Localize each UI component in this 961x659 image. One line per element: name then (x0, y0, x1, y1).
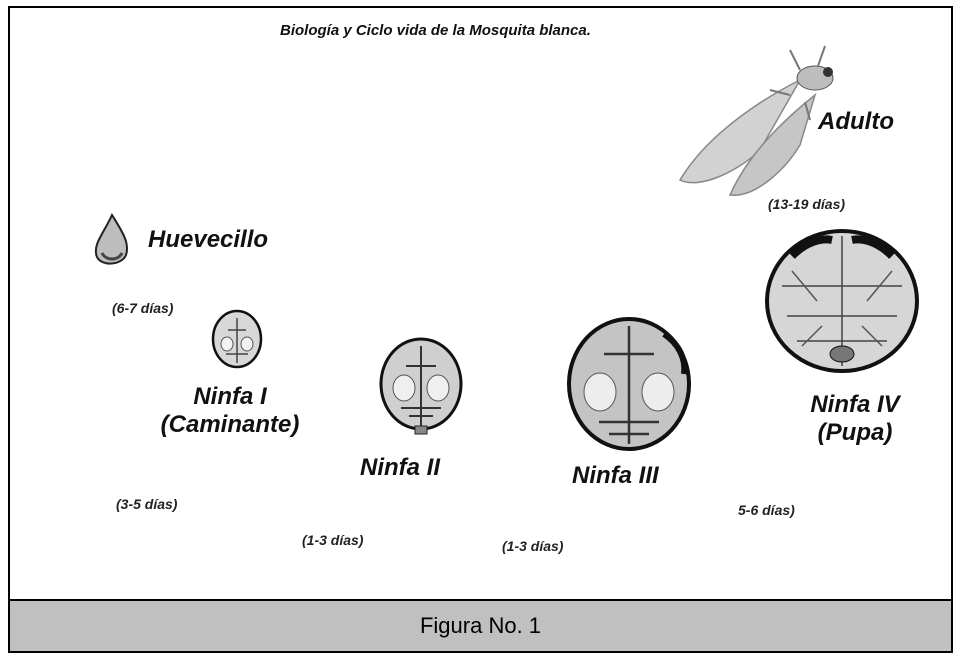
egg-illustration (94, 212, 128, 265)
stage-label-nymph1-line2: (Caminante) (160, 410, 300, 438)
duration-nymph1: (3-5 días) (116, 496, 178, 512)
stage-label-nymph3: Ninfa III (572, 462, 659, 489)
stage-label-nymph1: Ninfa I (Caminante) (125, 383, 335, 438)
figure-frame: Biología y Ciclo vida de la Mosquita bla… (8, 6, 953, 653)
stage-label-nymph2: Ninfa II (360, 454, 441, 481)
stage-label-nymph4-line1: Ninfa IV (810, 391, 900, 418)
adult-illustration (678, 45, 834, 196)
stage-label-nymph1-line1: Ninfa I (193, 383, 267, 410)
nymph4-illustration (765, 229, 919, 373)
figure-caption: Figura No. 1 (10, 599, 951, 651)
duration-nymph4: 5-6 días) (738, 502, 795, 518)
stage-label-nymph4-line2: (Pupa) (817, 418, 893, 446)
duration-egg: (6-7 días) (112, 300, 174, 316)
nymph1-illustration (211, 309, 263, 369)
duration-nymph2: (1-3 días) (302, 532, 364, 548)
stage-label-egg: Huevecillo (148, 226, 269, 253)
duration-nymph3: (1-3 días) (502, 538, 564, 554)
stage-label-adult: Adulto (818, 108, 894, 135)
nymph3-illustration (567, 317, 691, 451)
duration-adult: (13-19 días) (768, 196, 846, 212)
diagram-title: Biología y Ciclo vida de la Mosquita bla… (280, 22, 591, 39)
nymph2-illustration (379, 337, 463, 435)
stage-label-nymph4: Ninfa IV (Pupa) (780, 391, 930, 446)
